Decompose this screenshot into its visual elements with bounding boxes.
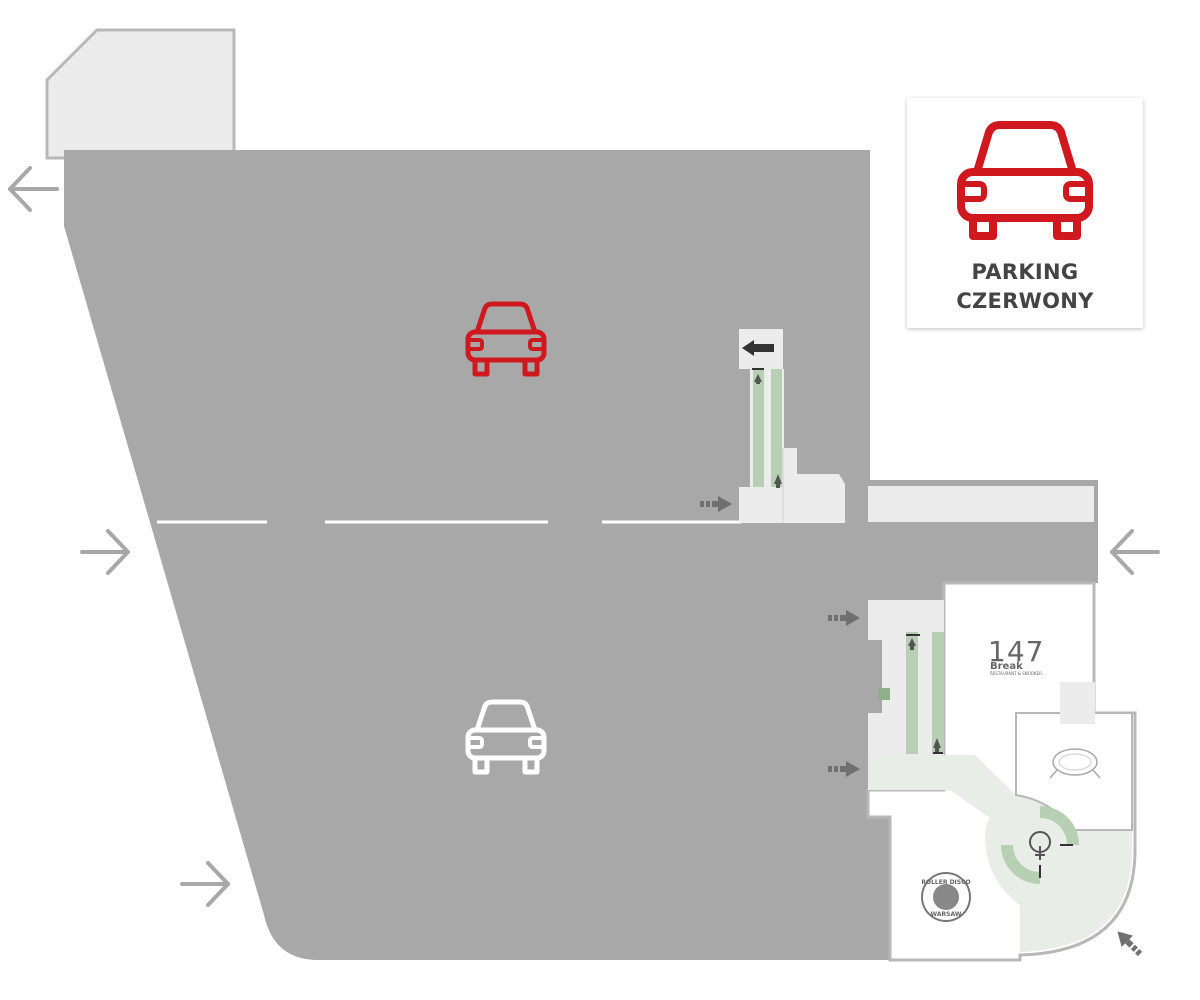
roller-line2: WARSAW xyxy=(931,911,962,918)
parking-legend: PARKING CZERWONY xyxy=(907,98,1143,328)
roller-line1: ROLLER DISCO xyxy=(921,879,970,886)
break147-logo: 147 Break RESTAURANT & SNOOKER xyxy=(988,635,1044,676)
building-strip xyxy=(868,486,1094,522)
break147-word: Break xyxy=(990,661,1023,672)
shopping-building xyxy=(866,581,1137,962)
parking-area xyxy=(64,150,1098,960)
entrance-arrow-icon xyxy=(1111,925,1146,960)
arrow-left-icon xyxy=(1110,529,1160,575)
arrow-right-icon xyxy=(180,861,230,907)
arrow-right-icon xyxy=(80,529,130,575)
restaurant-logo-icon xyxy=(1049,748,1101,779)
car-icon xyxy=(957,121,1093,240)
legend-title: PARKING CZERWONY xyxy=(907,258,1143,316)
arrow-left-icon xyxy=(8,166,59,212)
roller-disco-logo: ROLLER DISCO WARSAW xyxy=(921,872,971,922)
annex-building xyxy=(45,28,236,160)
legend-line2: CZERWONY xyxy=(956,289,1094,313)
escalator-upper xyxy=(739,329,845,523)
break147-tagline: RESTAURANT & SNOOKER xyxy=(990,671,1042,676)
break147-number: 147 xyxy=(988,635,1044,668)
legend-line1: PARKING xyxy=(971,260,1079,284)
